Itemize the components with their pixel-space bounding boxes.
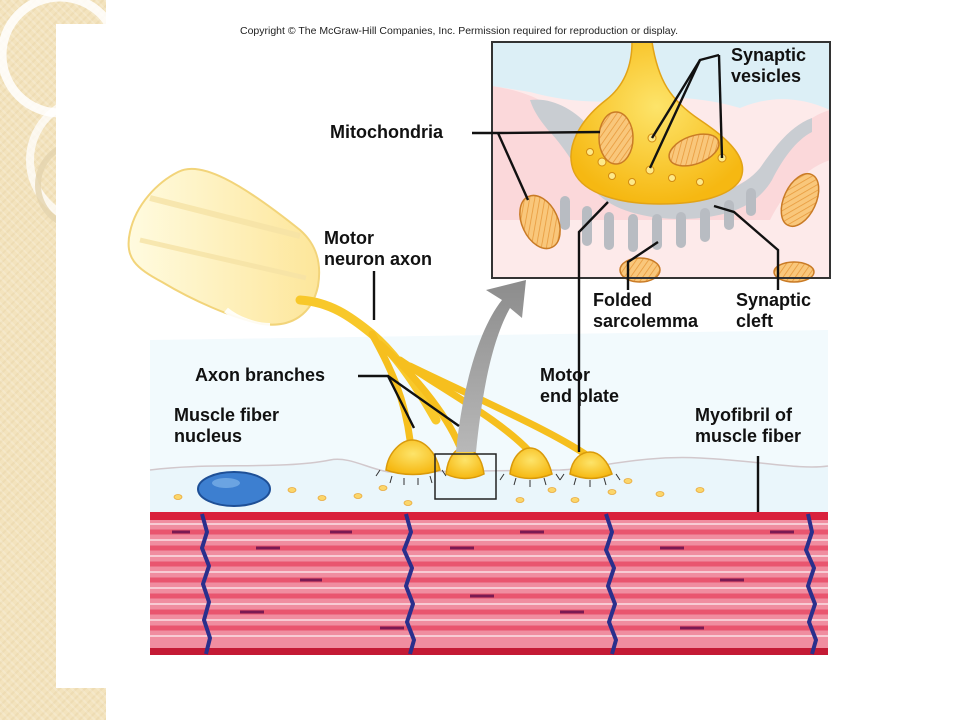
leader-lines <box>358 53 780 512</box>
muscle-fiber-nucleus-shape <box>197 471 271 507</box>
copyright-notice: Copyright © The McGraw-Hill Companies, I… <box>240 25 679 37</box>
motor-neuron-axon-shape <box>127 167 441 425</box>
label-motor-neuron-axon: Motor neuron axon <box>324 228 433 269</box>
label-synaptic-vesicles: Synaptic vesicles <box>731 45 807 86</box>
label-axon-branches: Axon branches <box>195 365 326 385</box>
label-muscle-fiber-nucleus: Muscle fiber nucleus <box>174 405 280 446</box>
label-motor-end-plate: Motor end plate <box>540 365 620 406</box>
zoom-region-box <box>434 453 497 500</box>
junctional-folds <box>375 469 621 487</box>
label-myofibril: Myofibril of muscle fiber <box>695 405 802 446</box>
axon-terminals <box>385 439 613 480</box>
label-mitochondria: Mitochondria <box>330 122 443 142</box>
label-synaptic-cleft: Synaptic cleft <box>736 290 812 331</box>
zoom-arrow <box>456 280 526 452</box>
inset-synapse-detail <box>491 41 831 283</box>
myofibril-shape <box>150 512 828 655</box>
sarcoplasm-vesicles <box>173 478 705 506</box>
label-folded-sarcolemma: Folded sarcolemma <box>593 290 699 331</box>
